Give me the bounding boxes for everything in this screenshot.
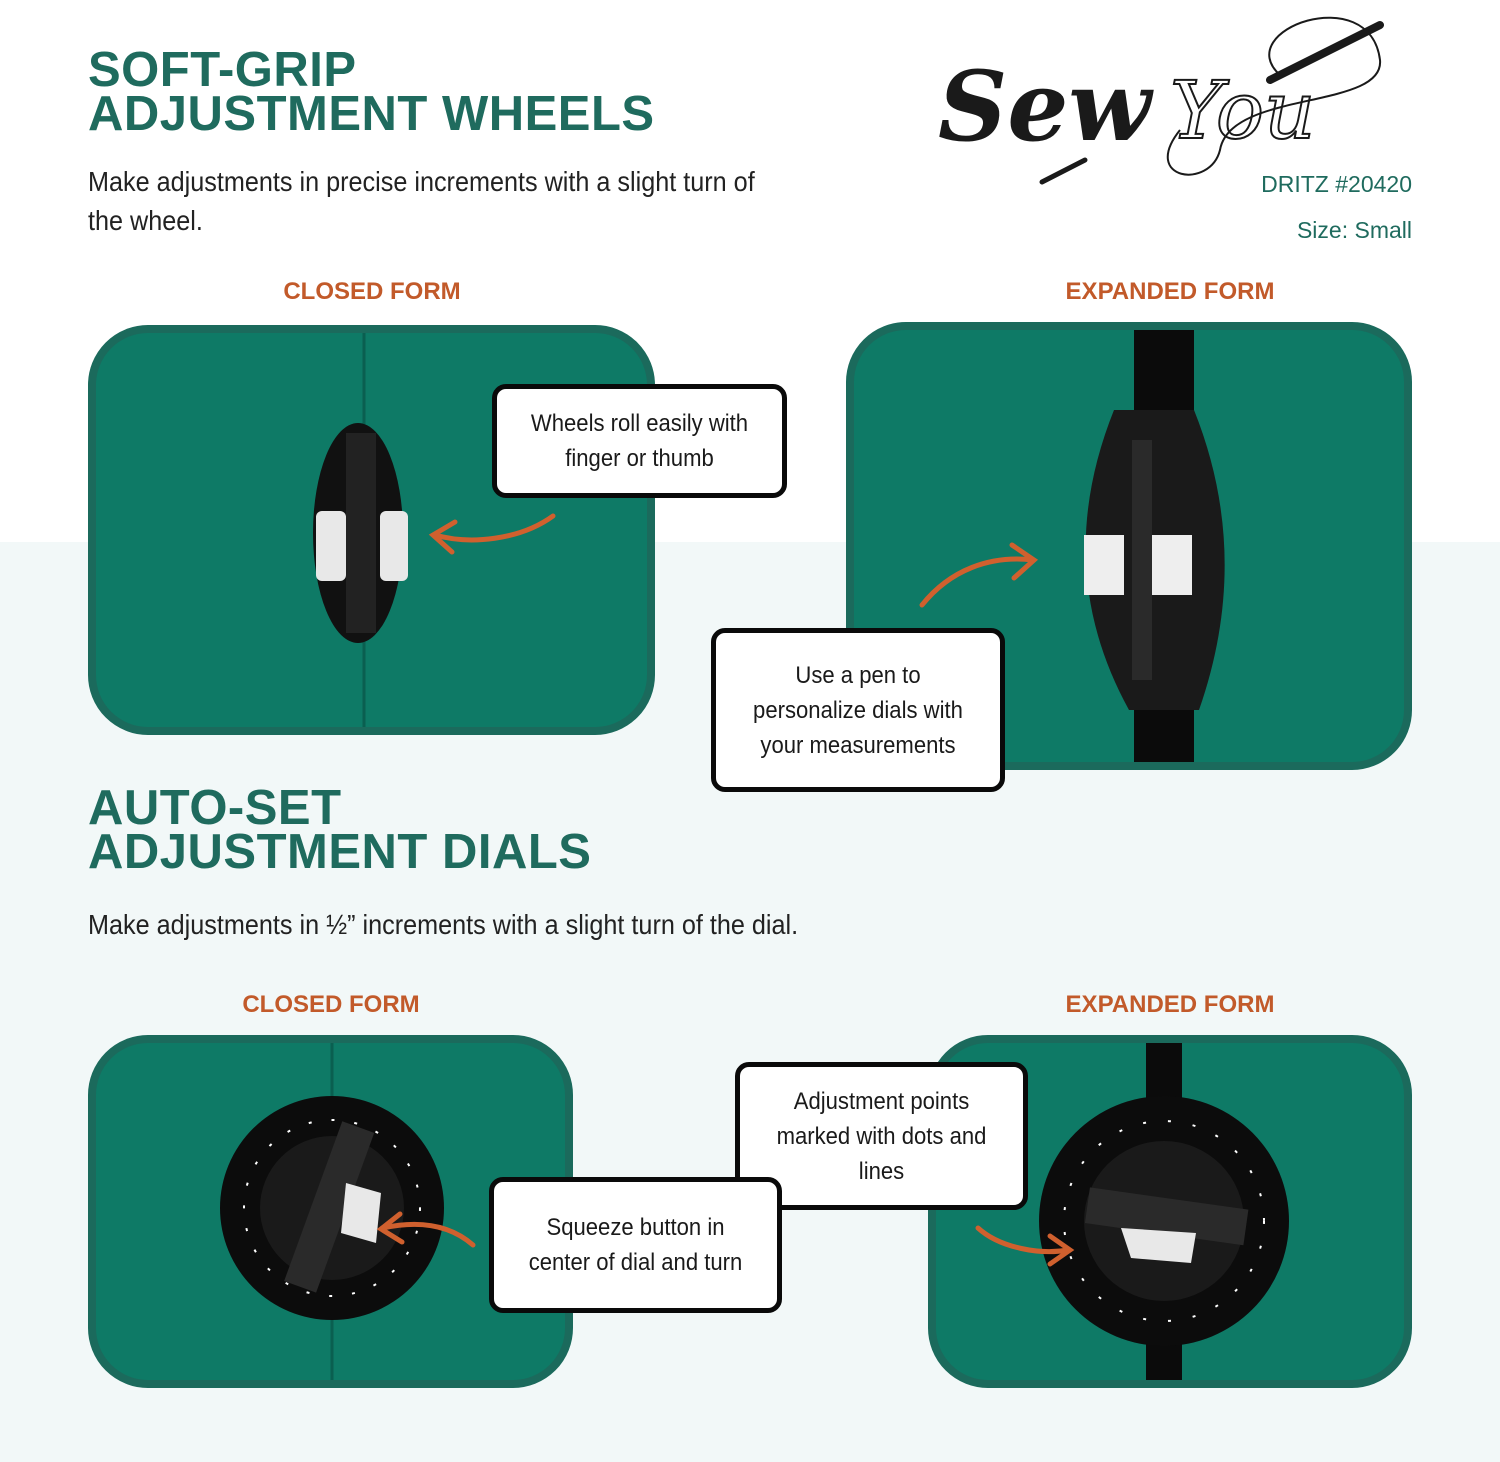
svg-text:Sew: Sew bbox=[938, 50, 1154, 163]
title-line-2: ADJUSTMENT DIALS bbox=[88, 825, 592, 879]
closed-form-label-2: CLOSED FORM bbox=[242, 991, 420, 1018]
section2-title: AUTO-SET ADJUSTMENT DIALS bbox=[88, 781, 592, 879]
callout-adjustment-points: Adjustment points marked with dots and l… bbox=[735, 1062, 1028, 1210]
size-label: Size: Small bbox=[1296, 217, 1412, 243]
model-number: DRITZ #20420 bbox=[1261, 171, 1412, 197]
callout-pen-personalize: Use a pen to personalize dials with your… bbox=[711, 628, 1005, 792]
expanded-form-label-1: EXPANDED FORM bbox=[1065, 278, 1275, 305]
wheel-expanded-photo bbox=[846, 322, 1412, 770]
svg-text:You: You bbox=[1170, 64, 1316, 157]
section1-description: Make adjustments in precise increments w… bbox=[88, 166, 755, 236]
callout-wheels-roll: Wheels roll easily with finger or thumb bbox=[492, 384, 787, 498]
expanded-form-label-2: EXPANDED FORM bbox=[1065, 991, 1275, 1018]
section1-title: SOFT-GRIP ADJUSTMENT WHEELS bbox=[88, 43, 655, 141]
title-line-1: AUTO-SET bbox=[88, 781, 342, 835]
title-line-2: ADJUSTMENT WHEELS bbox=[88, 87, 655, 141]
section2-description: Make adjustments in ½” increments with a… bbox=[88, 909, 799, 940]
title-line-1: SOFT-GRIP bbox=[88, 43, 357, 97]
callout-squeeze-button: Squeeze button in center of dial and tur… bbox=[489, 1177, 782, 1313]
closed-form-label-1: CLOSED FORM bbox=[283, 278, 461, 305]
sew-you-logo: Sew You bbox=[938, 16, 1384, 185]
